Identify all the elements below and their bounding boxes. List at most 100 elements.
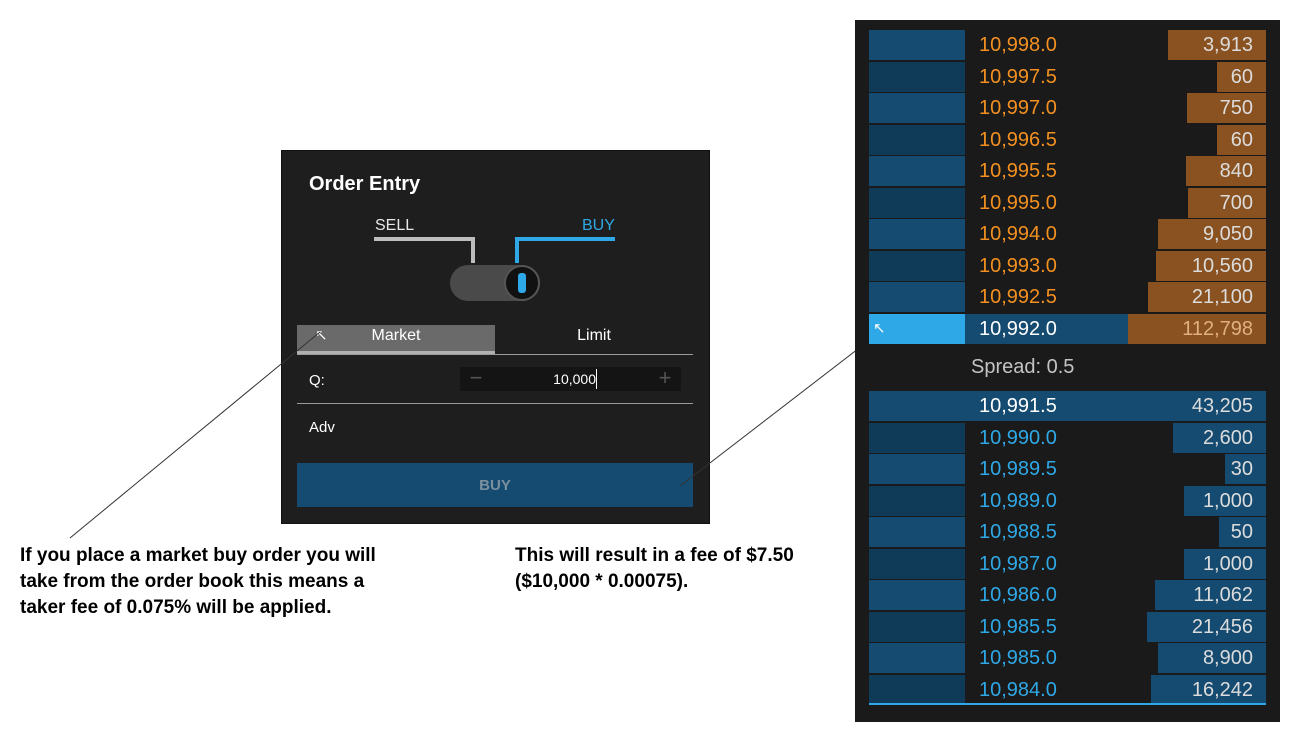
buy-button[interactable]: BUY <box>297 463 693 507</box>
ask-size-bar <box>1156 250 1266 281</box>
bid-size-bar <box>1184 548 1266 579</box>
bid-row[interactable]: 10,988.5 50 <box>869 517 1266 547</box>
ask-size-bar <box>1128 313 1266 344</box>
bid-price: 10,989.0 <box>979 489 1057 512</box>
buy-label[interactable]: BUY <box>582 217 615 234</box>
ask-price: 10,992.0 <box>979 317 1057 340</box>
order-entry-panel: Order Entry SELL BUY ↖ Market Limit Q: −… <box>281 150 710 524</box>
ask-size-bar <box>1168 30 1266 60</box>
taker-note-pointer <box>69 331 321 539</box>
bid-row[interactable]: 10,985.5 21,456 <box>869 611 1266 642</box>
ask-row-depth-cell <box>869 61 965 92</box>
bid-row-depth-cell <box>869 548 965 579</box>
bid-size: 50 <box>1230 521 1253 543</box>
bid-row-depth-cell <box>869 580 965 610</box>
bid-price: 10,986.0 <box>979 584 1057 606</box>
ask-size: 60 <box>1230 65 1253 88</box>
bid-row-background <box>965 517 1266 547</box>
bid-row[interactable]: 10,986.0 11,062 <box>869 580 1266 610</box>
bid-size-bar <box>1151 674 1266 705</box>
bid-price: 10,984.0 <box>979 678 1057 701</box>
cursor-arrow-icon: ↖ <box>873 319 886 337</box>
bid-size: 1,000 <box>1202 489 1253 512</box>
bid-price: 10,985.5 <box>979 615 1057 638</box>
ask-row-background <box>965 61 1266 92</box>
spread-label: Spread: 0.5 <box>971 356 1075 378</box>
ask-row[interactable]: 10,998.0 3,913 <box>869 30 1266 60</box>
ask-row-background <box>965 124 1266 155</box>
bid-price: 10,987.0 <box>979 552 1057 575</box>
ask-size: 750 <box>1219 97 1253 119</box>
sell-label[interactable]: SELL <box>375 217 415 234</box>
bid-row[interactable]: 10,984.0 16,242 <box>869 674 1266 705</box>
ask-size: 60 <box>1230 128 1253 151</box>
bid-row-depth-cell <box>869 517 965 547</box>
bid-price: 10,985.0 <box>979 647 1057 669</box>
bid-row-depth-cell <box>869 485 965 516</box>
bid-row-depth-cell <box>869 454 965 484</box>
bid-size: 43,205 <box>1191 395 1253 417</box>
bid-row[interactable]: 10,985.0 8,900 <box>869 643 1266 673</box>
ask-row-depth-cell: ↖ <box>869 313 965 344</box>
ask-size: 700 <box>1219 191 1253 214</box>
bid-size: 2,600 <box>1202 426 1253 449</box>
bid-size: 16,242 <box>1191 678 1253 701</box>
ask-size-bar <box>1217 124 1266 155</box>
ask-size: 3,913 <box>1202 34 1253 56</box>
quantity-input[interactable] <box>500 369 597 389</box>
ask-price: 10,993.0 <box>979 254 1057 277</box>
ask-price: 10,995.5 <box>979 160 1057 182</box>
ask-price: 10,992.5 <box>979 286 1057 308</box>
ask-price: 10,995.0 <box>979 191 1057 214</box>
ask-size: 21,100 <box>1191 286 1253 308</box>
plus-icon[interactable]: + <box>658 365 672 390</box>
bid-row-background <box>965 454 1266 484</box>
ask-size-bar <box>1188 187 1266 218</box>
quantity-divider <box>297 403 693 404</box>
bid-size-bar <box>1225 454 1266 484</box>
buy-connector-line <box>515 237 615 241</box>
bid-row-depth-cell <box>869 391 965 421</box>
ask-row[interactable]: 10,994.0 9,050 <box>869 219 1266 249</box>
bid-price: 10,988.5 <box>979 521 1057 543</box>
side-toggle[interactable] <box>450 265 540 301</box>
ask-row[interactable]: 10,992.5 21,100 <box>869 282 1266 312</box>
order-book-bottom-border <box>869 703 1266 705</box>
bid-row-depth-cell <box>869 643 965 673</box>
bid-row[interactable]: 10,987.0 1,000 <box>869 548 1266 579</box>
cursor-arrow-icon: ↖ <box>315 327 328 344</box>
bid-row-depth-cell <box>869 422 965 453</box>
tab-market[interactable]: ↖ Market <box>297 325 495 355</box>
bid-size: 21,456 <box>1191 615 1253 638</box>
minus-icon[interactable]: − <box>469 365 483 390</box>
ask-size: 9,050 <box>1202 223 1253 245</box>
ask-row-depth-cell <box>869 219 965 249</box>
ask-price: 10,994.0 <box>979 223 1057 245</box>
ask-row[interactable]: ↖ 10,992.0 112,798 <box>869 313 1266 344</box>
bid-row-depth-cell <box>869 611 965 642</box>
ask-price: 10,998.0 <box>979 34 1057 56</box>
taker-fee-annotation: If you place a market buy order you will… <box>20 545 376 618</box>
buy-connector-stem <box>515 237 519 263</box>
ask-row[interactable]: 10,995.0 700 <box>869 187 1266 218</box>
bid-size: 8,900 <box>1202 647 1253 669</box>
ask-row-depth-cell <box>869 156 965 186</box>
quantity-label: Q: <box>309 372 325 389</box>
ask-size: 112,798 <box>1182 317 1253 340</box>
bid-size: 1,000 <box>1202 552 1253 575</box>
tab-limit-label: Limit <box>577 327 611 344</box>
toggle-knob[interactable] <box>504 265 540 301</box>
bid-size-bar <box>1147 611 1266 642</box>
advanced-options-toggle[interactable]: Adv <box>309 419 335 436</box>
bid-row[interactable]: 10,989.0 1,000 <box>869 485 1266 516</box>
tab-limit[interactable]: Limit <box>495 325 693 355</box>
bid-size: 11,062 <box>1193 584 1253 606</box>
